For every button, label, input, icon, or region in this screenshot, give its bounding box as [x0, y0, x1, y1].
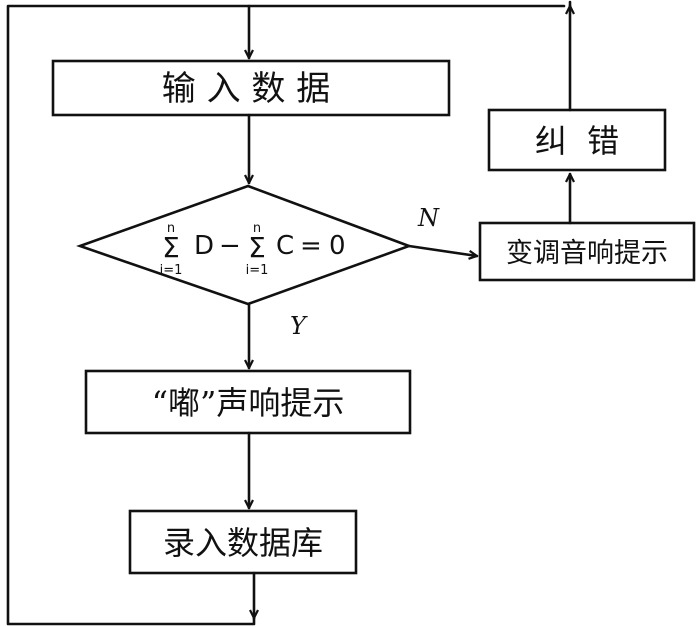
sum1-lower: i=1: [160, 263, 183, 278]
decision-formula: n Σ i=1 D − n Σ i=1 C = 0: [160, 221, 346, 278]
beep-alert-box: “嘟”声响提示: [84, 369, 412, 435]
correct-error-box: 纠 错: [487, 108, 667, 172]
yes-label: Y: [290, 312, 308, 340]
tone-alert-box: 变调音响提示: [478, 221, 696, 282]
sum2-lower: i=1: [246, 263, 269, 278]
rhs-zero: 0: [329, 231, 346, 261]
correct-error-label: 纠 错: [535, 122, 619, 160]
sigma-1: Σ: [162, 231, 180, 264]
term-c: C: [276, 231, 294, 261]
sum2-upper: n: [253, 221, 261, 236]
decision-diamond: n Σ i=1 D − n Σ i=1 C = 0: [76, 184, 413, 306]
sum1-upper: n: [167, 221, 175, 236]
input-data-label: 输 入 数 据: [162, 69, 330, 109]
store-database-box: 录入数据库: [128, 509, 358, 575]
input-data-box: 输 入 数 据: [51, 59, 451, 117]
store-database-label: 录入数据库: [163, 524, 323, 562]
minus-sign: −: [219, 231, 241, 261]
sigma-2: Σ: [248, 231, 266, 264]
no-label: N: [417, 204, 440, 232]
term-d: D: [194, 231, 214, 261]
equals-sign: =: [300, 231, 322, 261]
tone-alert-label: 变调音响提示: [506, 238, 668, 269]
arrow-no-branch: [407, 244, 477, 256]
beep-alert-label: “嘟”声响提示: [152, 384, 345, 422]
